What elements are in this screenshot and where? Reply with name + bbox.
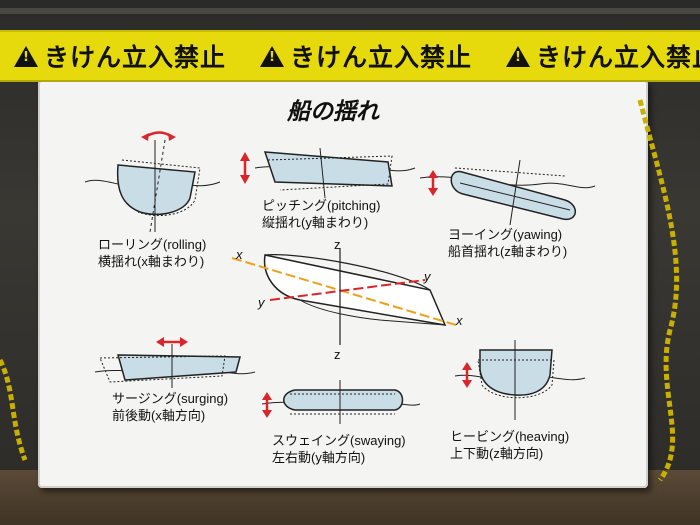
rolling-desc: 横揺れ(x軸まわり): [98, 254, 205, 269]
tape-text: きけん立入禁止: [44, 43, 227, 72]
x-axis-line: [231, 257, 457, 326]
x-axis-label-left: x: [236, 247, 243, 262]
tape-segment: きけん立入禁止: [506, 38, 700, 74]
tape-segment: きけん立入禁止: [260, 38, 492, 74]
swaying-label: スウェイング(swaying) 左右動(y軸方向): [272, 432, 406, 466]
surging-label: サージング(surging) 前後動(x軸方向): [112, 390, 228, 424]
z-axis-label-bottom: z: [334, 347, 341, 362]
rolling-arrow: [144, 131, 173, 139]
surging-desc: 前後動(x軸方向): [112, 408, 206, 423]
y-axis-line: [269, 279, 426, 301]
x-axis-label-right: x: [456, 313, 463, 328]
swaying-name: スウェイング(swaying): [272, 433, 406, 448]
tape-text: きけん立入禁止: [290, 43, 473, 72]
pitching-label: ピッチング(pitching) 縦揺れ(y軸まわり): [262, 197, 380, 231]
tape-segment: きけん立入禁止: [14, 38, 246, 74]
yawing-desc: 船首揺れ(z軸まわり): [448, 244, 568, 259]
rope-left: [0, 358, 28, 461]
rolling-name: ローリング(rolling): [98, 237, 207, 252]
caution-tape: きけん立入禁止 きけん立入禁止 きけん立入禁止 きけん立入禁止: [0, 30, 700, 82]
yawing-name: ヨーイング(yawing): [448, 227, 563, 242]
pitching-diagram: [240, 147, 416, 199]
z-axis-label-top: z: [334, 237, 341, 252]
rope: [637, 99, 680, 482]
shelf: [0, 8, 700, 14]
heaving-name: ヒービング(heaving): [450, 429, 570, 444]
pitching-name: ピッチング(pitching): [262, 198, 381, 213]
heaving-diagram: [454, 340, 586, 420]
swaying-desc: 左右動(y軸方向): [272, 450, 366, 465]
heaving-desc: 上下動(z軸方向): [450, 446, 544, 461]
yawing-label: ヨーイング(yawing) 船首揺れ(z軸まわり): [448, 226, 567, 260]
warning-triangle-icon: [14, 45, 38, 67]
pitching-hull: [263, 151, 393, 187]
warning-triangle-icon: [260, 45, 285, 67]
heaving-label: ヒービング(heaving) 上下動(z軸方向): [450, 428, 569, 462]
warning-triangle-icon: [506, 45, 531, 67]
swaying-hull: [283, 389, 404, 411]
surging-name: サージング(surging): [112, 391, 229, 406]
yawing-hull: [450, 170, 576, 220]
y-axis-label-left: y: [258, 295, 265, 310]
poster-title: 船の揺れ: [287, 98, 379, 125]
surging-diagram: [94, 337, 256, 388]
rolling-diagram: [84, 131, 221, 233]
pitching-desc: 縦揺れ(y軸まわり): [262, 215, 369, 230]
axes-diagram: [231, 248, 457, 345]
rolling-hull: [116, 164, 196, 216]
yawing-diagram: [419, 159, 596, 226]
swaying-diagram: [261, 380, 421, 424]
y-axis-label-right: y: [424, 269, 431, 284]
rolling-label: ローリング(rolling) 横揺れ(x軸まわり): [98, 236, 206, 270]
surging-hull: [117, 354, 241, 381]
tape-text: きけん立入禁止: [536, 43, 700, 72]
heaving-hull: [479, 349, 553, 396]
